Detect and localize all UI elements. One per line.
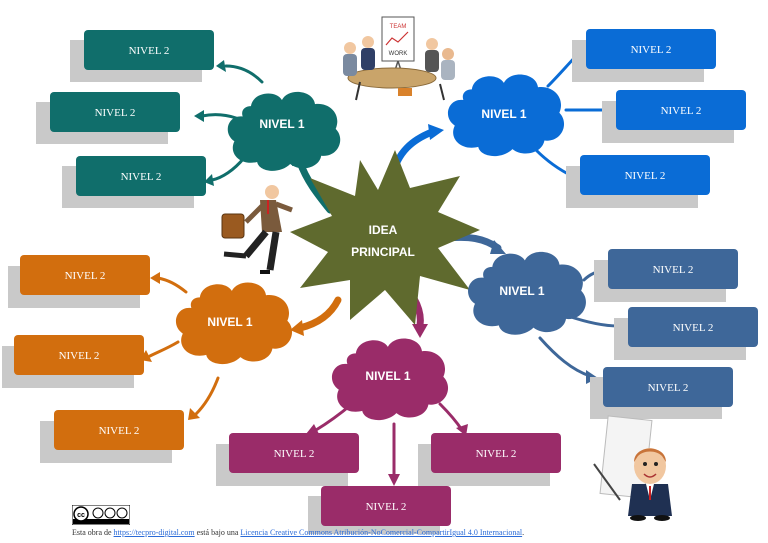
level2-box	[14, 335, 144, 375]
team-meeting-illustration: TEAM WORK	[343, 16, 455, 101]
level2-box	[580, 155, 710, 195]
branch-orange: NIVEL 1 NIVEL 2 NIVEL 2 NIVEL 2	[2, 255, 293, 463]
flipchart-text-1: TEAM	[390, 24, 407, 30]
level1-label: NIVEL 1	[207, 315, 252, 329]
presenter-illustration	[593, 415, 672, 521]
level1-label: NIVEL 1	[365, 369, 410, 383]
branch-teal: NIVEL 1 NIVEL 2 NIVEL 2 NIVEL 2	[36, 30, 341, 208]
svg-text:cc: cc	[77, 512, 85, 519]
branch-purple: NIVEL 1 NIVEL 2 NIVEL 2 NIVEL 2	[216, 338, 561, 534]
level2-box	[84, 30, 214, 70]
level2-label: NIVEL 2	[661, 105, 702, 117]
level2-label: NIVEL 2	[59, 350, 100, 362]
level2-box	[50, 92, 180, 132]
level2-box	[586, 29, 716, 69]
tecpro-digital-link[interactable]: https://tecpro-digital.com	[113, 528, 195, 537]
footer-prefix: Esta obra de	[72, 528, 114, 537]
level2-box	[229, 433, 359, 473]
running-businessman-illustration	[221, 185, 293, 274]
cc-license-icon: cc	[71, 504, 131, 526]
level2-box	[616, 90, 746, 130]
level2-box	[628, 307, 758, 347]
footer-suffix: .	[522, 528, 525, 537]
branch-steel: NIVEL 1 NIVEL 2 NIVEL 2 NIVEL 2	[468, 249, 758, 419]
level2-box	[54, 410, 184, 450]
creative-commons-license-link[interactable]: Licencia Creative Commons Atribución-NoC…	[240, 528, 523, 537]
level2-label: NIVEL 2	[129, 45, 170, 57]
level2-box	[20, 255, 150, 295]
level2-label: NIVEL 2	[366, 501, 407, 513]
level2-label: NIVEL 2	[476, 448, 517, 460]
main-idea-starburst	[290, 150, 480, 325]
level1-label: NIVEL 1	[259, 117, 304, 131]
level2-box	[321, 486, 451, 526]
level2-box	[76, 156, 206, 196]
main-idea-label-line1: IDEA	[369, 223, 398, 237]
level2-label: NIVEL 2	[121, 171, 162, 183]
level2-label: NIVEL 2	[625, 170, 666, 182]
level2-label: NIVEL 2	[673, 322, 714, 334]
level2-label: NIVEL 2	[653, 264, 694, 276]
license-footer: Esta obra de https://tecpro-digital.com …	[72, 528, 524, 537]
level2-label: NIVEL 2	[99, 425, 140, 437]
main-idea-node: IDEA PRINCIPAL	[290, 150, 480, 325]
level1-label: NIVEL 1	[499, 284, 544, 298]
main-idea-label-line2: PRINCIPAL	[351, 245, 415, 259]
level2-label: NIVEL 2	[65, 270, 106, 282]
branch-blue: NIVEL 1 NIVEL 2 NIVEL 2 NIVEL 2	[447, 29, 746, 208]
level2-box	[608, 249, 738, 289]
level2-label: NIVEL 2	[631, 44, 672, 56]
level1-label: NIVEL 1	[481, 107, 526, 121]
level2-box	[603, 367, 733, 407]
level2-label: NIVEL 2	[274, 448, 315, 460]
flipchart-text-2: WORK	[389, 51, 408, 57]
level2-label: NIVEL 2	[648, 382, 689, 394]
level2-label: NIVEL 2	[95, 107, 136, 119]
footer-middle: está bajo una	[194, 528, 241, 537]
level2-box	[431, 433, 561, 473]
level1-cloud	[227, 91, 341, 171]
creative-commons-badge[interactable]: cc	[71, 504, 131, 526]
